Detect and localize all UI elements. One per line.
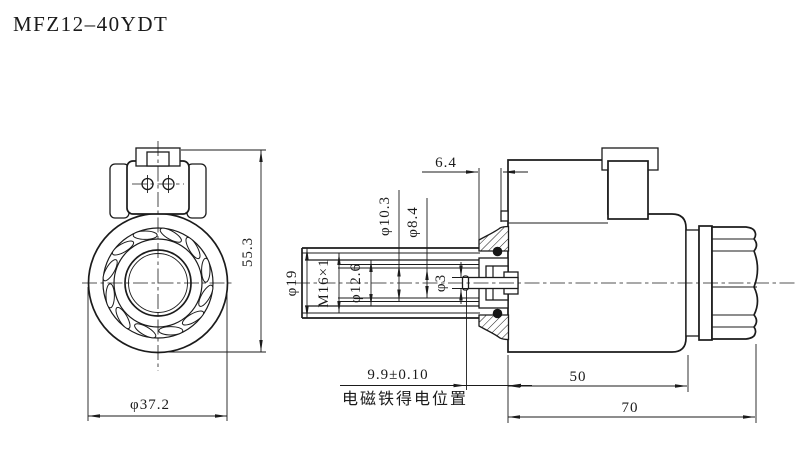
dim-label-6-4: 6.4: [435, 155, 457, 171]
note-energized-position: 电磁铁得电位置: [342, 389, 468, 408]
dim-energized-position: 9.9±0.10 电磁铁得电位置: [340, 290, 532, 423]
dim-armature-diameter: φ8.4: [405, 198, 429, 298]
o-ring-bottom: [492, 308, 503, 319]
din-connector-side: [607, 160, 649, 220]
dim-label-50: 50: [570, 369, 587, 385]
dim-label-d84: φ8.4: [405, 206, 421, 237]
din-connector-front: [109, 147, 207, 219]
dim-total-length-70: 70: [508, 344, 757, 423]
dim-label-d19: φ19: [284, 270, 300, 297]
coil-front-tab: [500, 210, 509, 222]
flange-horn-bottom: [478, 314, 510, 341]
dim-height-55-3: 55.3: [165, 149, 266, 353]
knurl-facets: [102, 227, 214, 339]
dim-label-d126: φ12.6: [348, 263, 364, 303]
side-view: φ19 M16×1 φ12.6 φ10.3 φ8.4: [284, 147, 795, 423]
dim-plunger-bore: φ10.3: [377, 190, 401, 302]
dim-pin-diameter: φ3: [433, 262, 474, 304]
dim-label-9-9: 9.9±0.10: [367, 367, 428, 383]
dim-coil-length-50: 50: [508, 355, 689, 392]
o-ring-top: [492, 246, 503, 257]
dim-bore-diameter: φ12.6: [348, 260, 373, 306]
knurled-nut: [685, 225, 759, 341]
dim-label-55-3: 55.3: [240, 237, 256, 267]
dim-tube-diameter: φ19: [284, 248, 309, 318]
flange-horn-top: [478, 225, 510, 252]
dim-thread: M16×1: [316, 253, 341, 313]
dim-offset-6-4: 6.4: [422, 155, 528, 240]
dim-label-d3: φ3: [433, 274, 449, 292]
armature-tube: [301, 247, 482, 319]
dim-diameter-37-2: φ37.2: [87, 287, 228, 421]
dim-label-thread: M16×1: [316, 258, 332, 307]
drawing-title: MFZ12–40YDT: [13, 12, 168, 36]
dim-label-70: 70: [622, 400, 639, 416]
dim-label-37-2: φ37.2: [130, 397, 170, 413]
coil-body: [507, 159, 687, 353]
dim-label-d103: φ10.3: [377, 196, 393, 236]
front-view: φ37.2 55.3: [82, 141, 266, 421]
